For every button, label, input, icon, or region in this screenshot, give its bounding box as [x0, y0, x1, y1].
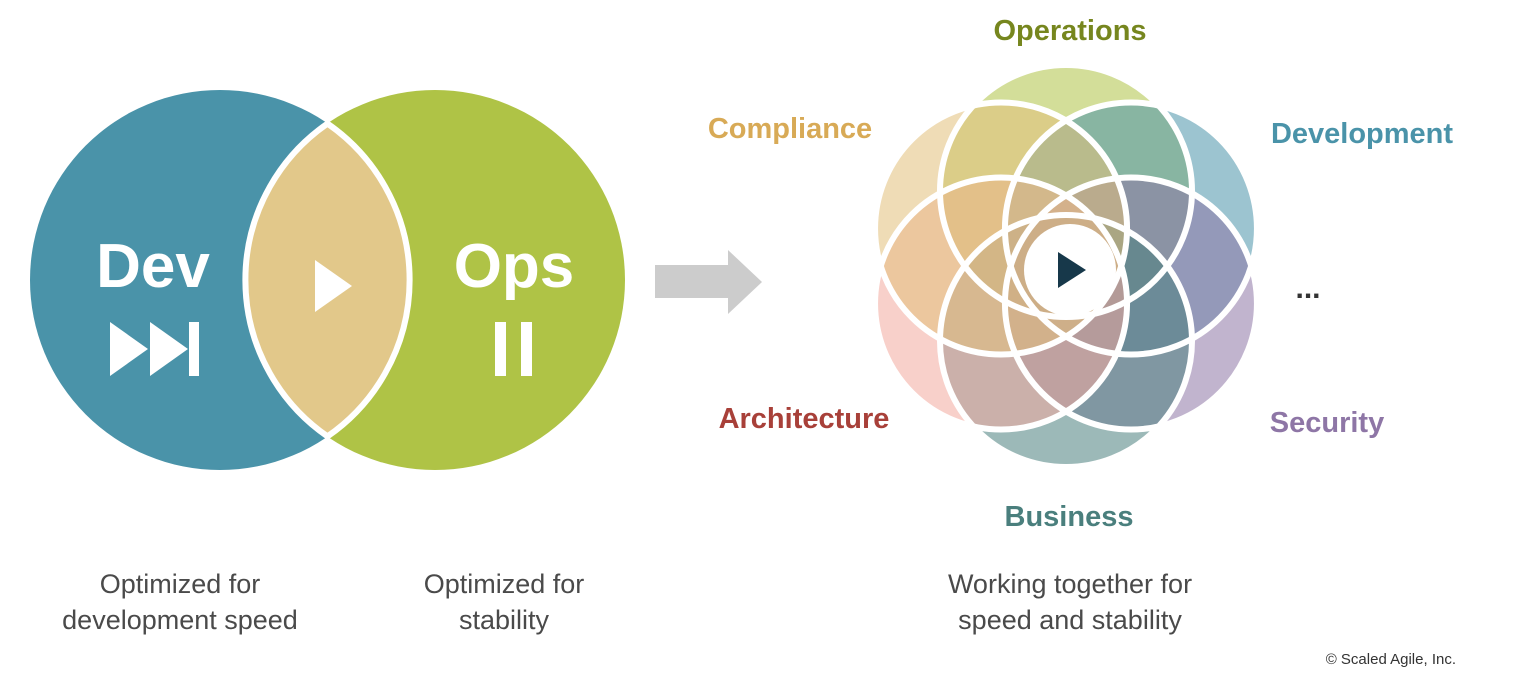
dev-caption-line-1: Optimized for — [99, 569, 261, 599]
pause-icon — [495, 322, 532, 376]
play-icon — [315, 260, 352, 312]
flower-caption: Working together for speed and stability — [920, 566, 1220, 638]
dev-caption-line-2: development speed — [62, 605, 298, 635]
compliance-petal-outline — [872, 99, 1131, 358]
copyright-text: © Scaled Agile, Inc. — [1325, 651, 1456, 668]
more-label: ... — [1295, 272, 1320, 305]
compliance-label: Compliance — [708, 113, 872, 145]
business-label: Business — [1005, 501, 1134, 533]
ops-caption: Optimized for stability — [354, 566, 654, 638]
security-petal-outline — [1001, 174, 1260, 433]
development-label: Development — [1271, 118, 1453, 150]
right-arrow-icon — [655, 250, 762, 314]
dev-label: Dev — [96, 232, 210, 301]
flower-caption-line-1: Working together for — [947, 569, 1193, 599]
security-label: Security — [1270, 407, 1384, 439]
dev-caption: Optimized for development speed — [30, 566, 330, 638]
flower-caption-line-2: speed and stability — [958, 605, 1182, 635]
architecture-label: Architecture — [719, 403, 890, 435]
lens-outline — [242, 119, 413, 441]
architecture-petal-outline — [872, 174, 1131, 433]
overlap-lens — [245, 90, 410, 470]
operations-label: Operations — [993, 15, 1146, 47]
fast-forward-icon — [110, 322, 199, 376]
dev-ops-venn: Dev Ops — [30, 90, 625, 470]
ops-caption-line-1: Optimized for — [423, 569, 585, 599]
ops-label: Ops — [454, 232, 575, 301]
collaboration-flower — [872, 62, 1260, 470]
play-icon — [1058, 252, 1086, 288]
ops-caption-line-2: stability — [458, 605, 550, 635]
